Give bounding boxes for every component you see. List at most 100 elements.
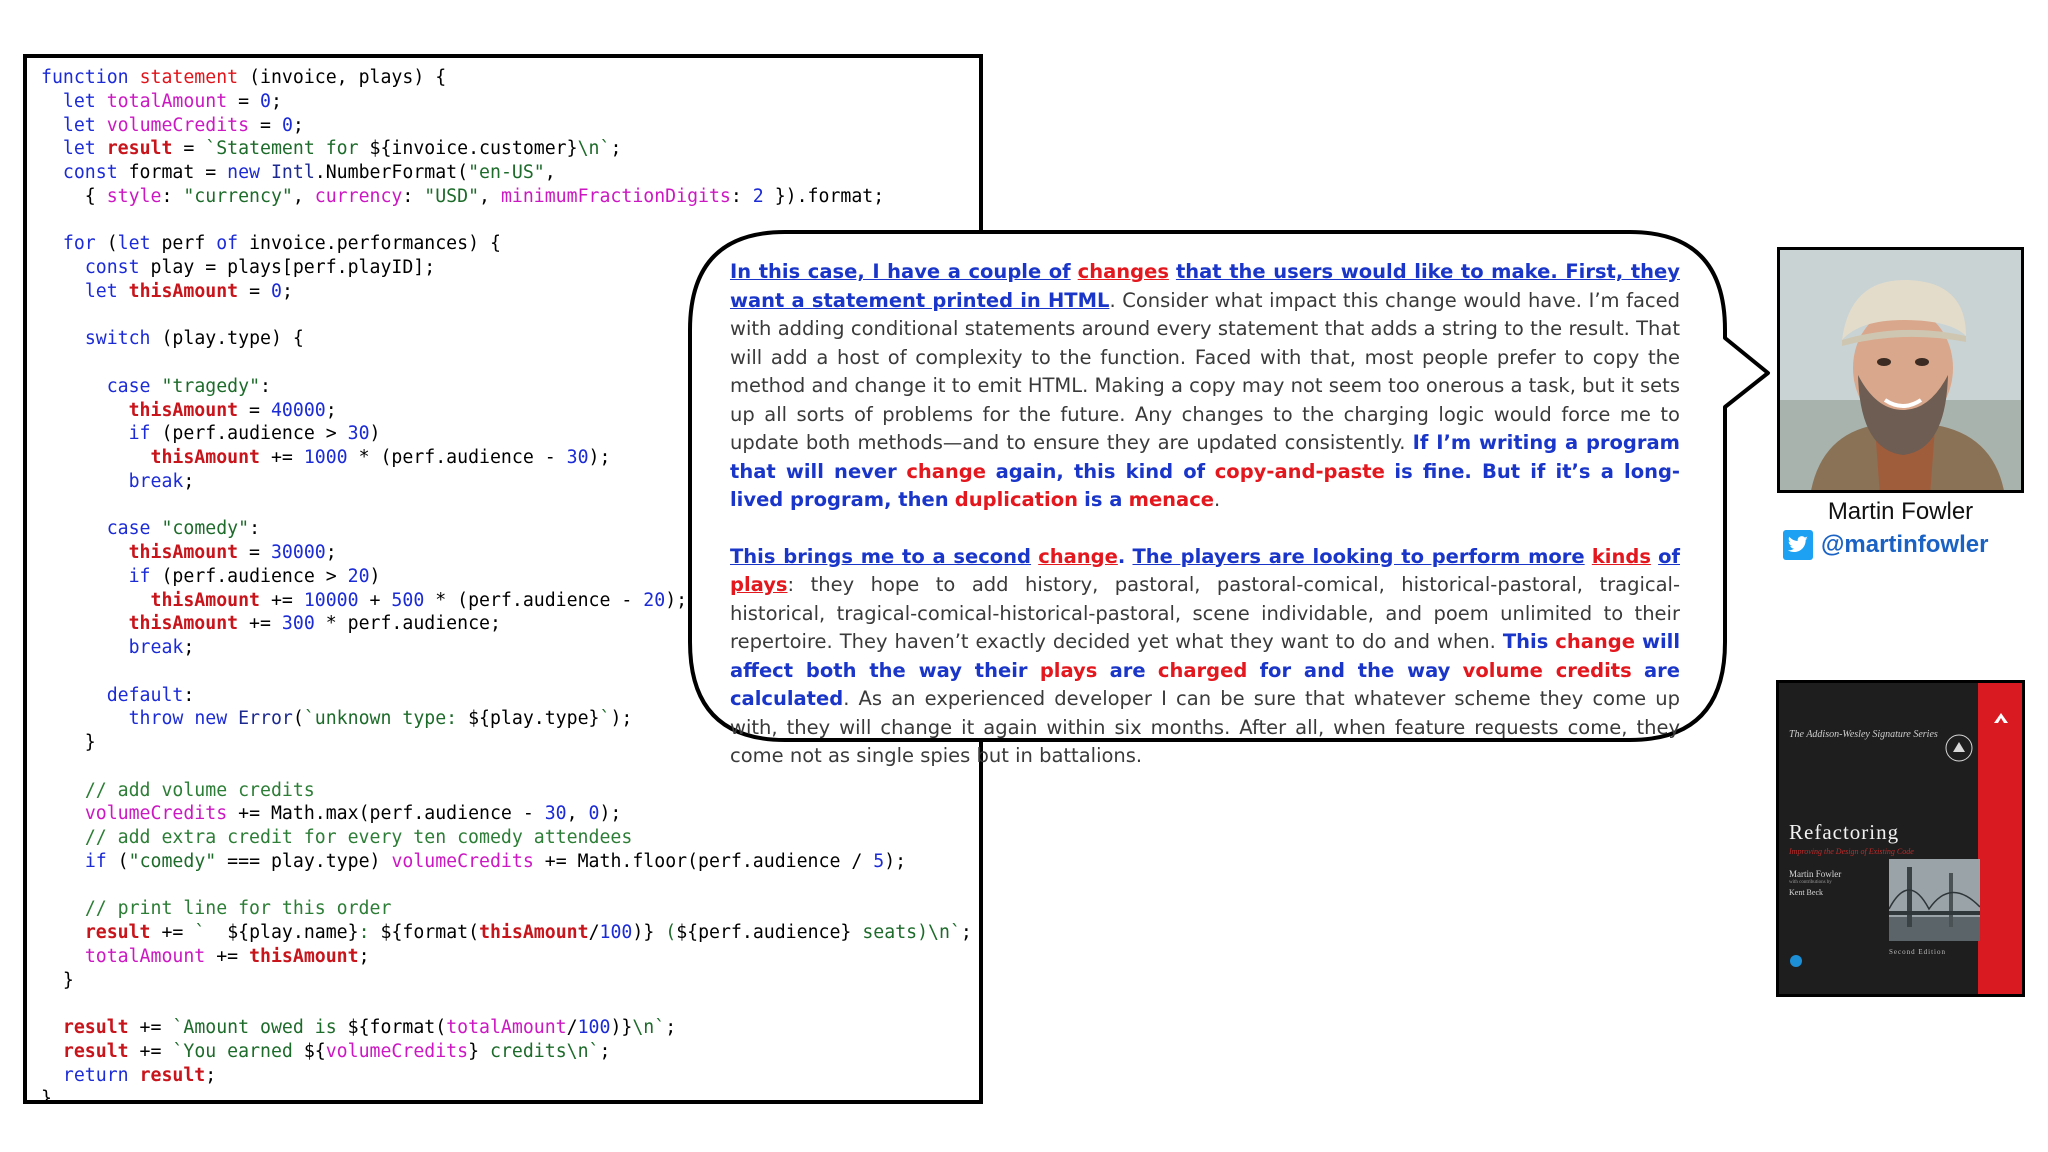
code-token: = — [238, 542, 271, 563]
code-token: ( — [106, 850, 129, 872]
code-token — [129, 1065, 140, 1086]
code-token — [41, 162, 63, 183]
code-token — [41, 898, 85, 919]
code-line: thisAmount += 10000 + 500 * (perf.audien… — [41, 589, 971, 613]
code-token: 20 — [347, 565, 370, 587]
seal-icon — [1945, 734, 1973, 762]
code-token: thisAmount — [128, 280, 239, 302]
code-token: // add extra credit for every ten comedy… — [84, 827, 633, 848]
code-line: thisAmount += 300 * perf.audience; — [41, 612, 971, 636]
code-token: const — [84, 257, 140, 278]
code-token: if — [84, 850, 107, 872]
code-token: (invoice, plays) { — [238, 67, 447, 88]
code-line: totalAmount += thisAmount; — [41, 945, 971, 969]
quote-run: This brings me to a second — [730, 544, 1032, 568]
quote-run: charged — [1157, 658, 1248, 682]
code-token: let — [62, 138, 96, 160]
code-token: `Amount owed is — [172, 1017, 348, 1038]
publisher-logo-icon — [1790, 955, 1802, 967]
quote-run: : they hope to add history, pastoral, pa… — [730, 573, 1680, 653]
code-token: 100 — [599, 922, 633, 943]
code-token: === play.type) — [216, 850, 392, 872]
code-token: invoice.performances) { — [238, 233, 501, 255]
code-token: += — [205, 945, 250, 967]
quote-run: . — [1214, 488, 1221, 511]
code-token — [41, 566, 129, 587]
code-token: `unknown type: — [303, 708, 469, 730]
code-token: += — [238, 613, 282, 635]
code-token: / — [588, 922, 600, 943]
code-token: "tragedy" — [161, 375, 261, 397]
code-token: 500 — [391, 589, 425, 611]
code-token — [260, 162, 271, 183]
quote-run — [1247, 659, 1259, 682]
code-line: case "tragedy": — [41, 375, 971, 399]
quote-run: If I’m writing a program that will never — [730, 431, 1680, 483]
code-token: = — [172, 138, 206, 160]
code-token: ) — [369, 565, 381, 587]
quote-run — [1385, 460, 1395, 483]
code-token: ; — [599, 1040, 611, 1062]
code-token: * (perf.audience - — [347, 447, 567, 468]
code-token: result — [62, 1017, 129, 1038]
code-token: 30000 — [270, 542, 326, 563]
code-token: ); — [588, 447, 611, 468]
code-line: let volumeCredits = 0; — [41, 114, 971, 138]
code-token: throw — [128, 708, 184, 730]
code-token: ); — [599, 803, 622, 825]
code-token: : — [183, 684, 195, 706]
code-token — [41, 708, 129, 729]
code-token: ( — [292, 708, 304, 730]
code-token: + — [358, 589, 392, 611]
book-series: The Addison-Wesley Signature Series — [1789, 729, 1938, 740]
code-line: let thisAmount = 0; — [41, 280, 971, 304]
code-token: } — [41, 732, 96, 753]
code-token: thisAmount — [249, 945, 359, 967]
code-line: } — [41, 1087, 971, 1100]
quote-run: This — [1502, 630, 1549, 653]
code-line: if (perf.audience > 20) — [41, 565, 971, 589]
code-line: break; — [41, 636, 971, 660]
code-token: case — [106, 518, 151, 540]
code-token: ` — [194, 922, 228, 943]
code-token — [41, 1065, 63, 1086]
code-token: `Statement for — [205, 138, 370, 160]
book-spine — [1978, 683, 2022, 994]
code-token — [41, 233, 63, 254]
quote-run: In this case, I have a couple of — [730, 260, 1071, 283]
code-token: * (perf.audience - — [424, 589, 644, 611]
quote-run: change — [906, 459, 986, 483]
code-line: switch (play.type) { — [41, 327, 971, 351]
code-token — [151, 518, 162, 539]
code-token: = — [249, 114, 282, 136]
code-token: ); — [665, 589, 688, 611]
code-token — [41, 946, 85, 967]
code-token — [41, 922, 85, 943]
code-token: ; — [270, 90, 282, 112]
code-token: : — [402, 185, 425, 207]
quote-run — [897, 460, 907, 483]
code-token: (perf.audience > — [150, 565, 348, 587]
code-token — [227, 708, 238, 729]
code-line: // print line for this order — [41, 897, 971, 921]
code-line: // add volume credits — [41, 779, 971, 803]
code-token: 100 — [577, 1017, 611, 1038]
code-token: default — [106, 684, 184, 706]
code-line: let totalAmount = 0; — [41, 90, 971, 114]
author-handle[interactable]: @martinfowler — [1783, 528, 1988, 562]
quote-run: menace — [1128, 488, 1214, 511]
book-title: Refactoring — [1789, 820, 1900, 844]
quote-run: . As an experienced developer I can be s… — [730, 687, 1680, 767]
code-token: , — [479, 185, 501, 207]
quote-run: again, this kind of — [995, 459, 1206, 483]
code-token: new — [194, 708, 228, 730]
code-token: ` — [599, 708, 611, 730]
code-token: += — [260, 589, 304, 611]
code-token — [41, 91, 63, 112]
twitter-handle[interactable]: @martinfowler — [1821, 531, 1989, 558]
code-token: `You earned — [172, 1040, 304, 1062]
code-token: / — [566, 1017, 578, 1038]
code-token: 300 — [281, 613, 315, 635]
code-line: case "comedy": — [41, 517, 971, 541]
code-token: ${play.name} — [227, 922, 359, 943]
